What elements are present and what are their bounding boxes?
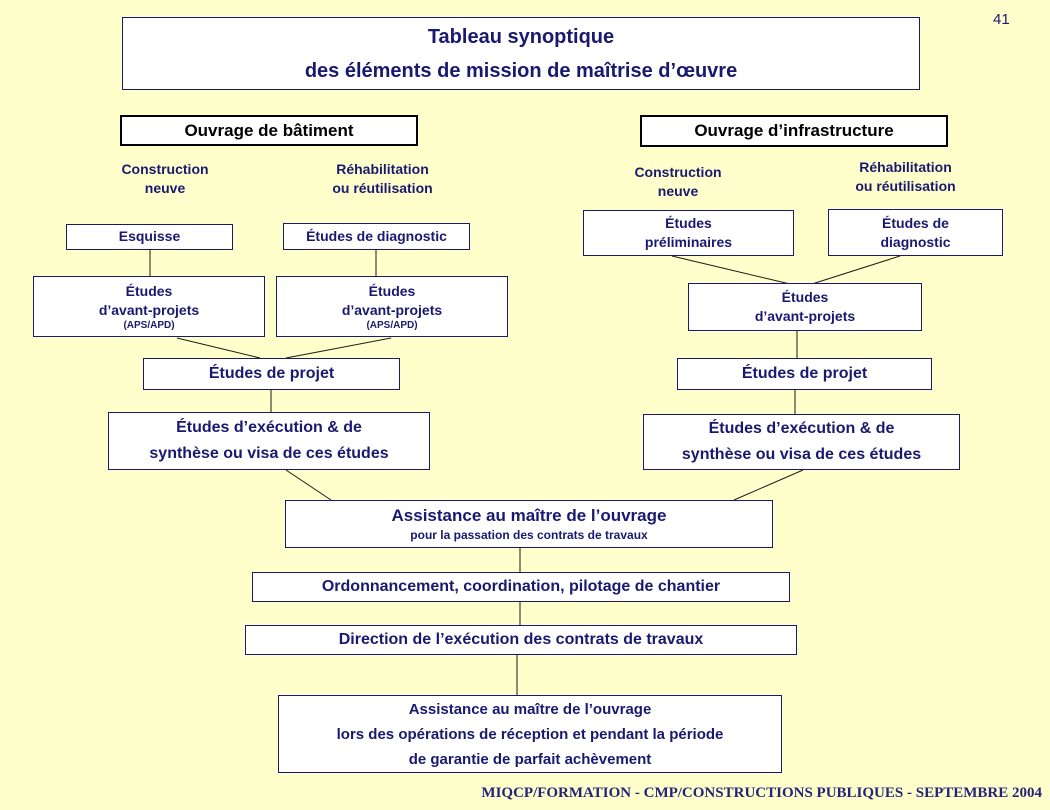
line-diagnostic-right-to-avant-right (811, 255, 901, 285)
node-direction-execution: Direction de l’exécution des contrats de… (245, 625, 797, 655)
node-etudes-diagnostic-left: Études de diagnostic (283, 223, 470, 250)
node-avant-projets-right: Études d’avant-projets (688, 283, 922, 331)
line-preliminaires-to-avant-right (671, 255, 791, 285)
footer-credit: MIQCP/FORMATION - CMP/CONSTRUCTIONS PUBL… (481, 785, 1042, 801)
line-exec-left-to-assistance (285, 469, 332, 501)
slide-title-box: Tableau synoptique des éléments de missi… (122, 17, 920, 90)
node-avant-projets-rehab: Études d’avant-projets (APS/APD) (276, 276, 508, 337)
label-construction-neuve-right: Construction neuve (634, 164, 722, 199)
label-rehabilitation-left: Réhabilitation ou réutilisation (332, 161, 433, 196)
node-esquisse: Esquisse (66, 224, 233, 250)
node-avant-projets-neuve: Études d’avant-projets (APS/APD) (33, 276, 265, 337)
node-etudes-execution-left: Études d’exécution & de synthèse ou visa… (108, 412, 430, 470)
assistance-passation-subtitle: pour la passation des contrats de travau… (410, 528, 648, 542)
line-avant-neuve-to-projet-left (176, 337, 261, 359)
assistance-passation-title: Assistance au maître de l’ouvrage (391, 506, 667, 525)
node-ordonnancement: Ordonnancement, coordination, pilotage d… (252, 572, 790, 602)
node-etudes-projet-right: Études de projet (677, 358, 932, 390)
avant-projets-aps-apd: (APS/APD) (366, 319, 418, 331)
node-etudes-execution-right: Études d’exécution & de synthèse ou visa… (643, 414, 960, 470)
label-construction-neuve-left: Construction neuve (121, 161, 209, 196)
avant-projets-main: Études d’avant-projets (98, 282, 200, 318)
page-number: 41 (993, 11, 1010, 28)
avant-projets-main: Études d’avant-projets (341, 282, 443, 318)
line-avant-rehab-to-projet-left (285, 337, 392, 359)
node-etudes-projet-left: Études de projet (143, 358, 400, 390)
avant-projets-aps-apd: (APS/APD) (123, 319, 175, 331)
node-etudes-diagnostic-right: Études de diagnostic (828, 209, 1003, 256)
header-ouvrage-batiment: Ouvrage de bâtiment (120, 115, 418, 146)
node-etudes-preliminaires: Études préliminaires (583, 210, 794, 256)
label-rehabilitation-right: Réhabilitation ou réutilisation (855, 159, 956, 194)
line-exec-right-to-assistance (733, 469, 804, 501)
node-assistance-passation: Assistance au maître de l’ouvrage pour l… (285, 500, 773, 548)
header-ouvrage-infrastructure: Ouvrage d’infrastructure (640, 115, 948, 147)
node-assistance-reception: Assistance au maître de l’ouvrage lors d… (278, 695, 782, 773)
